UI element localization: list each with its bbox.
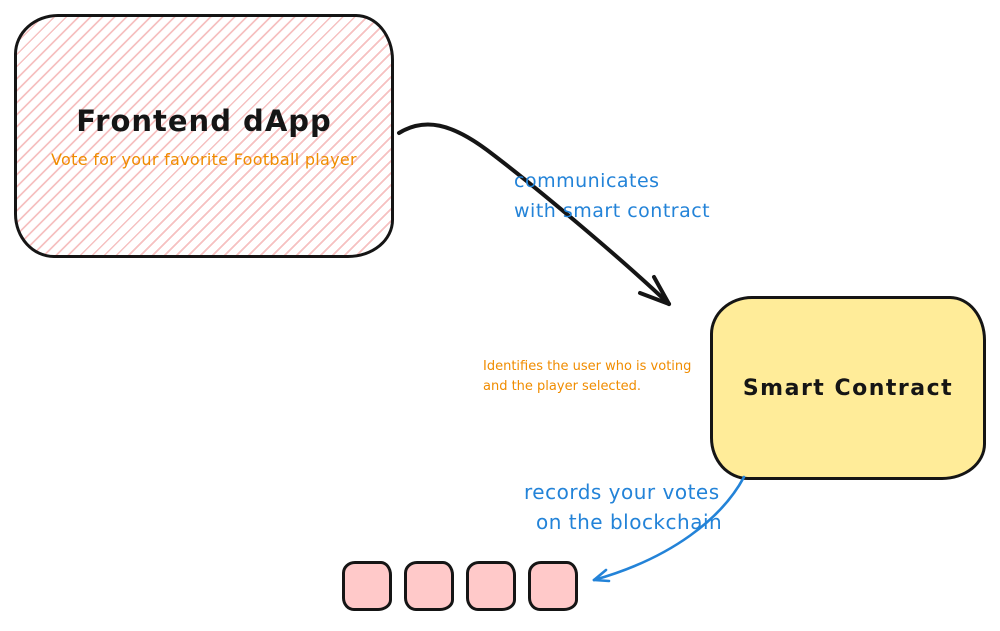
blockchain-block: [404, 561, 454, 611]
frontend-dapp-subtitle: Vote for your favorite Football player: [51, 149, 357, 169]
blockchain-block: [528, 561, 578, 611]
identifies-line1: Identifies the user who is voting: [483, 359, 692, 374]
records-annotation: records your votes on the blockchain: [524, 477, 722, 537]
frontend-dapp-title: Frontend dApp: [76, 103, 332, 138]
smart-contract-node: Smart Contract: [710, 296, 986, 480]
records-line2: on the blockchain: [536, 510, 723, 534]
communicates-line1: communicates: [514, 170, 660, 192]
blockchain-blocks-row: [342, 561, 578, 611]
blockchain-block: [342, 561, 392, 611]
smart-contract-title: Smart Contract: [742, 375, 954, 401]
blockchain-block: [466, 561, 516, 611]
identifies-annotation: Identifies the user who is voting and th…: [483, 357, 691, 397]
communicates-line2: with smart contract: [514, 200, 711, 222]
communicates-annotation: communicates with smart contract: [514, 166, 710, 226]
identifies-line2: and the player selected.: [483, 379, 642, 394]
frontend-dapp-node: Frontend dApp Vote for your favorite Foo…: [14, 14, 394, 258]
records-line1: records your votes: [524, 480, 720, 504]
